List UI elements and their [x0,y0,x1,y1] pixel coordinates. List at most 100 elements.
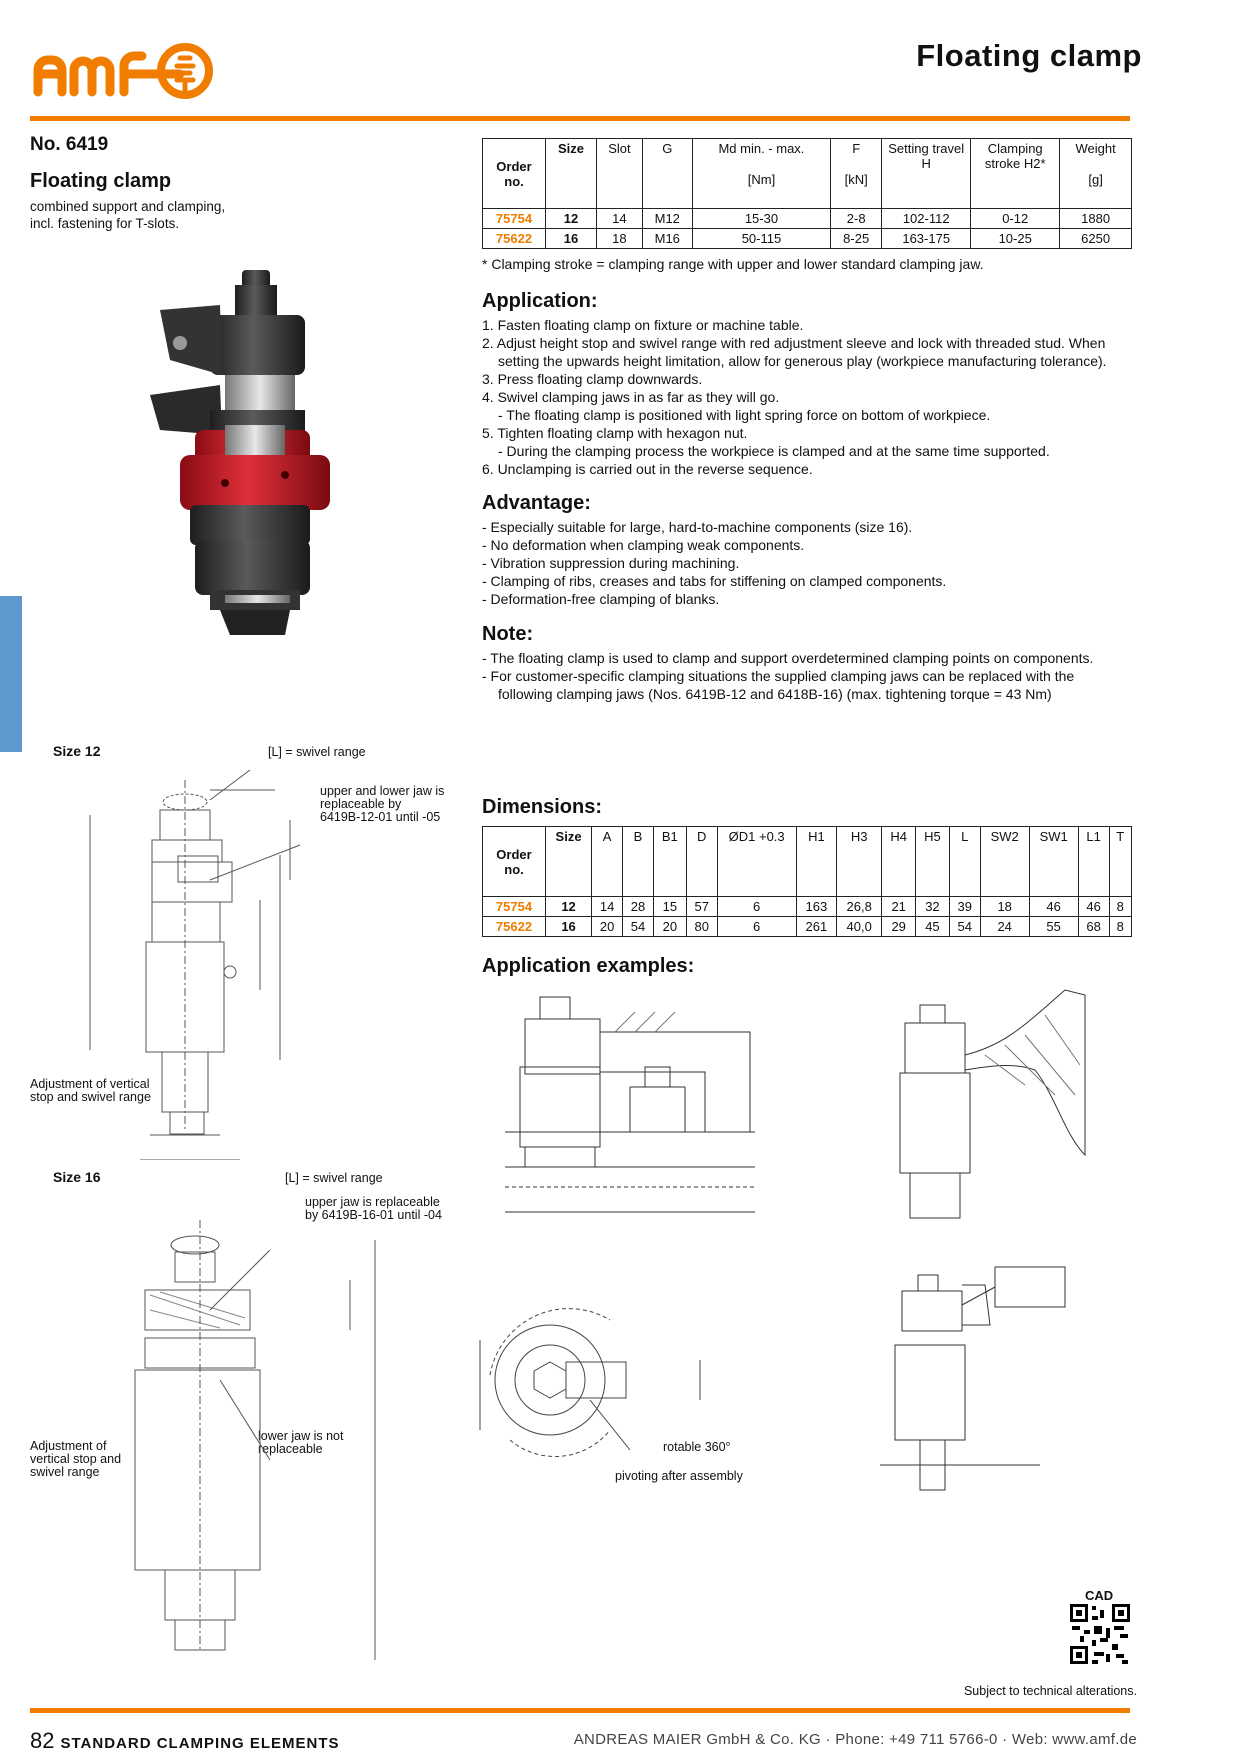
cell: 102-112 [881,208,972,229]
footer-rule [30,1708,1130,1713]
top-view-drawing [470,1300,710,1475]
col-header: L1 [1077,826,1110,897]
description-line: incl. fastening for T-slots. [30,216,180,231]
swivel-range-label: [L] = swivel range [268,745,366,759]
cell: 50-115 [691,228,832,249]
table-row: 75754 12 14 M12 15-30 2-8 102-112 0-12 1… [482,208,1132,229]
application-examples-heading: Application examples: [482,955,695,977]
swivel-range-label: [L] = swivel range [285,1171,383,1185]
cad-label: CAD [1085,1588,1114,1603]
col-f: F[kN] [830,138,883,209]
cad-qr-code[interactable] [1070,1604,1130,1669]
table-row: 75754 12 14 28 15 57 6 163 26,8 21 32 39… [482,896,1133,917]
company-info: ANDREAS MAIER GmbH & Co. KG · Phone: +49… [573,1731,1137,1748]
cell: 8-25 [830,228,883,249]
cell: 32 [915,896,950,917]
cell: 0-12 [970,208,1061,229]
section-heading: Advantage: [482,492,591,514]
order-number-link[interactable]: 75622 [482,916,546,937]
pivot-label: pivoting after assembly [615,1469,743,1483]
text-line: 2. Adjust height stop and swivel range w… [482,335,1106,351]
cell: 20 [652,916,687,937]
cell: 39 [948,896,981,917]
cell: 16 [544,916,593,937]
cell: 12 [544,208,598,229]
text-line: 4. Swivel clamping jaws in as far as the… [482,389,780,405]
col-slot: Slot [596,138,643,209]
col-header: B [622,826,654,897]
cell: M16 [641,228,693,249]
size-12-label: Size 12 [53,743,101,759]
cell: 14 [591,896,624,917]
amf-logo[interactable] [30,40,225,107]
col-weight: Weight[g] [1059,138,1132,209]
description-line: combined support and clamping, [30,199,226,214]
cell: 55 [1028,916,1079,937]
text-line: 5. Tighten floating clamp with hexagon n… [482,425,748,441]
cell: 40,0 [836,916,883,937]
col-header: SW1 [1028,826,1079,897]
cell: 24 [979,916,1030,937]
product-number: No. 6419 [30,134,109,155]
text-line: - The floating clamp is positioned with … [498,407,991,423]
text-line: - Deformation-free clamping of blanks. [482,591,720,607]
col-setting: Setting travel H [881,138,972,209]
col-g: G [641,138,693,209]
col-md: Md min. - max.[Nm] [691,138,832,209]
table-row: 75622 16 18 M16 50-115 8-25 163-175 10-2… [482,228,1132,249]
cell: 261 [795,916,838,937]
cell: 18 [596,228,643,249]
application-example-1 [505,992,755,1222]
cell: 6 [716,896,797,917]
note-section: Note: - The floating clamp is used to cl… [482,624,1152,703]
cell: 45 [915,916,950,937]
col-header: D [685,826,718,897]
text-line: - During the clamping process the workpi… [498,443,1050,459]
text-line: - Especially suitable for large, hard-to… [482,519,913,535]
cell: 6 [716,916,797,937]
application-example-2 [885,985,1090,1230]
col-header: B1 [652,826,687,897]
page-number: 82 [30,1728,55,1753]
page-title: Floating clamp [916,38,1142,73]
text-line: - Clamping of ribs, creases and tabs for… [482,573,947,589]
cell: 68 [1077,916,1110,937]
table-row: 75622 16 20 54 20 80 6 261 40,0 29 45 54… [482,916,1133,937]
text-line: 1. Fasten floating clamp on fixture or m… [482,317,804,333]
order-number-link[interactable]: 75754 [482,208,546,229]
col-header: H1 [795,826,838,897]
category-label: STANDARD CLAMPING ELEMENTS [60,1735,340,1752]
cell: 46 [1077,896,1110,917]
col-clamping: Clamping stroke H2* [970,138,1061,209]
col-header: H4 [881,826,917,897]
header-rule [30,116,1130,121]
col-header: H5 [915,826,950,897]
footnote: * Clamping stroke = clamping range with … [482,256,984,272]
size-16-drawing [120,1200,410,1691]
col-header: L [948,826,981,897]
order-number-link[interactable]: 75754 [482,896,546,917]
footer-page-info: 82 STANDARD CLAMPING ELEMENTS [30,1728,340,1754]
section-heading: Application: [482,290,598,312]
text-line: - For customer-specific clamping situati… [482,668,1075,684]
cell: 8 [1108,916,1133,937]
cell: 163-175 [881,228,972,249]
col-size: Size [544,138,598,209]
cell: 6250 [1059,228,1132,249]
text-line: following clamping jaws (Nos. 6419B-12 a… [498,686,1052,702]
text-line: - Vibration suppression during machining… [482,555,740,571]
section-tab[interactable] [0,596,22,752]
cell: 54 [622,916,654,937]
col-header: ØD1 +0.3 [716,826,797,897]
cell: 20 [591,916,624,937]
order-number-link[interactable]: 75622 [482,228,546,249]
cell: 80 [685,916,718,937]
cell: 28 [622,896,654,917]
